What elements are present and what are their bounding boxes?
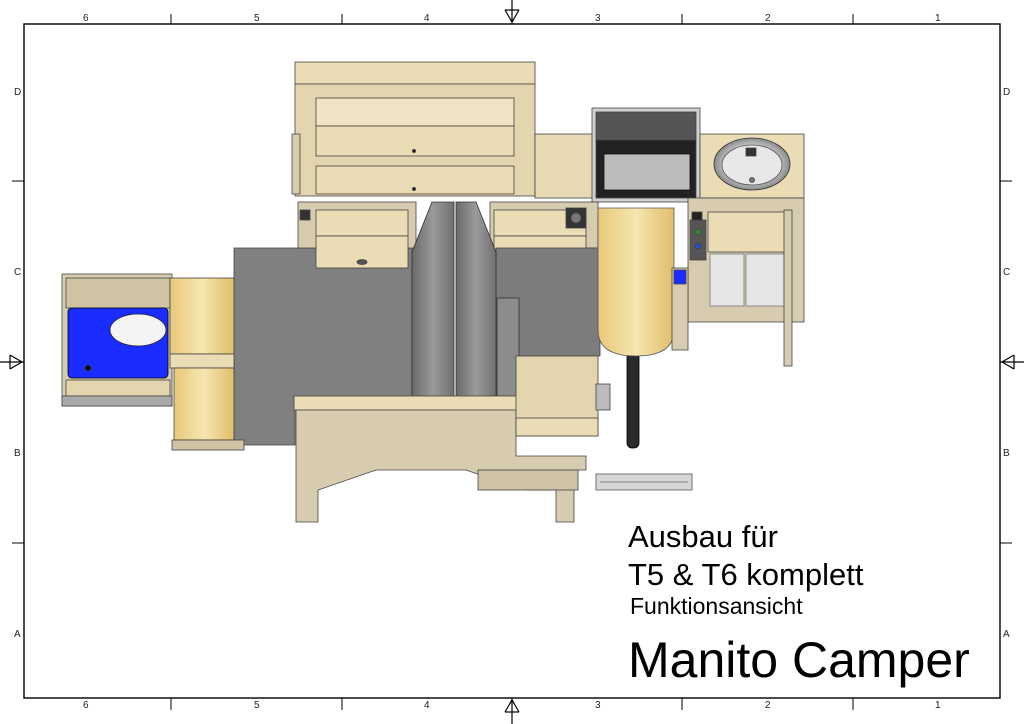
row-label-right-D: D: [1003, 87, 1010, 98]
title-line-2: T5 & T6 komplett: [628, 557, 864, 592]
col-label-top-4: 4: [424, 13, 430, 24]
brand-name: Manito Camper: [628, 632, 970, 688]
row-label-left-D: D: [14, 87, 21, 98]
left-wood-slats: [169, 277, 245, 451]
rear-bench-backrest: [291, 61, 536, 197]
row-label-left-A: A: [14, 629, 21, 640]
camper-interior-drawing: [61, 61, 805, 523]
upper-left-drawer: [297, 201, 417, 269]
col-label-bottom-3: 3: [595, 700, 601, 711]
sink-unit: [699, 133, 805, 199]
center-seat-panels: [411, 201, 520, 399]
col-label-top-5: 5: [254, 13, 260, 24]
col-label-bottom-6: 6: [83, 700, 89, 711]
col-label-bottom-1: 1: [935, 700, 941, 711]
zone-labels: 6 5 4 3 2 1 6 5 4 3 2 1 D C B A D C B A: [14, 13, 1010, 711]
row-label-left-B: B: [14, 448, 21, 459]
table-top: [595, 207, 689, 411]
col-label-bottom-5: 5: [254, 700, 260, 711]
col-label-top-2: 2: [765, 13, 771, 24]
col-label-top-1: 1: [935, 13, 941, 24]
oven-unit: [591, 107, 701, 203]
title-line-1: Ausbau für: [628, 519, 778, 554]
col-label-top-3: 3: [595, 13, 601, 24]
row-label-right-C: C: [1003, 267, 1010, 278]
table-leg: [626, 351, 640, 449]
right-cabinet: [687, 197, 805, 367]
col-label-top-6: 6: [83, 13, 89, 24]
col-label-bottom-2: 2: [765, 700, 771, 711]
col-label-bottom-4: 4: [424, 700, 430, 711]
left-pullout-drawer: [61, 273, 173, 407]
row-label-left-C: C: [14, 267, 21, 278]
title-line-3: Funktionsansicht: [630, 593, 803, 619]
row-label-right-B: B: [1003, 448, 1010, 459]
row-label-right-A: A: [1003, 629, 1010, 640]
front-base-frame: [293, 355, 693, 523]
center-top-board: [534, 133, 596, 199]
